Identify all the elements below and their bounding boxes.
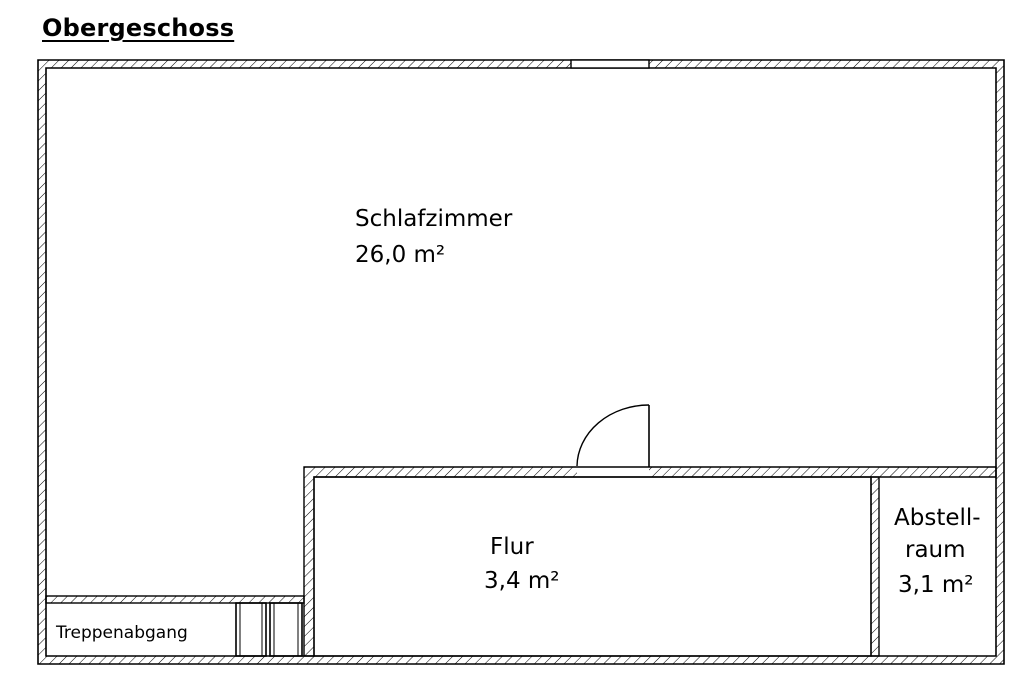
outer-wall: [37, 59, 1005, 665]
schlafzimmer-label: Schlafzimmer: [355, 206, 513, 232]
abstellraum-label-line1: Abstell-: [894, 505, 981, 531]
flur-outline: [313, 476, 872, 657]
floor-title: Obergeschoss: [42, 14, 235, 42]
abstellraum-area: 3,1 m²: [898, 572, 974, 598]
flur-area: 3,4 m²: [484, 568, 560, 594]
door: [576, 404, 650, 478]
interior-wall-horizontal: [303, 466, 997, 657]
interior-wall-vertical: [870, 476, 880, 657]
abstellraum-label-line2: raum: [905, 537, 966, 563]
window: [570, 59, 650, 69]
stair-wall: [45, 595, 305, 604]
schlafzimmer-area: 26,0 m²: [355, 242, 445, 268]
stair-steps: [235, 602, 303, 657]
flur-label: Flur: [490, 534, 534, 560]
treppenabgang-label: Treppenabgang: [55, 623, 188, 643]
